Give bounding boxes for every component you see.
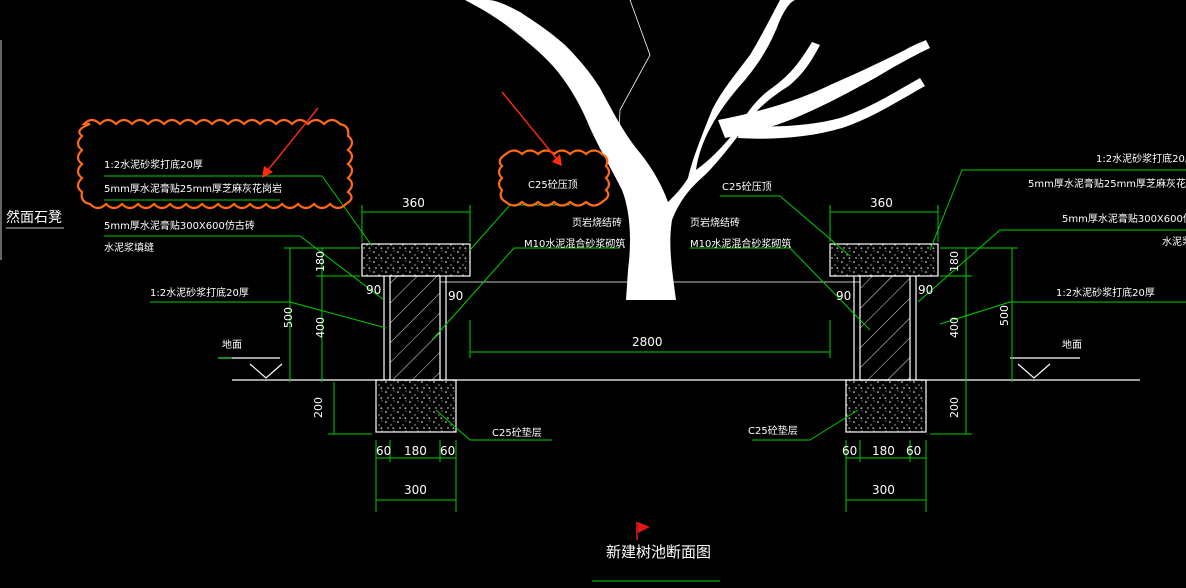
note-right-granite: 5mm厚水泥膏贴25mm厚芝麻灰花岗岩 — [1028, 177, 1186, 190]
leader-lines — [104, 169, 1186, 582]
tree-illustration — [465, 0, 930, 300]
annotation-arrow-center — [501, 91, 562, 166]
dim-60-left-a: 60 — [376, 444, 391, 458]
dim-180-left: 180 — [314, 251, 327, 272]
dim-90-right-a: 90 — [836, 289, 851, 303]
note-m10-masonry-right: M10水泥混合砂浆砌筑 — [690, 237, 791, 250]
note-left-plaster-lower: 1:2水泥砂浆打底20厚 — [150, 286, 249, 299]
drawing-title: 新建树池断面图 — [606, 543, 711, 561]
dim-90-right-b: 90 — [918, 283, 933, 297]
note-left-grout: 水泥浆填缝 — [104, 241, 154, 254]
dim-500-right: 500 — [998, 305, 1011, 326]
flag-icon — [636, 522, 650, 540]
revision-cloud-center — [497, 149, 611, 207]
dim-200-right: 200 — [948, 397, 961, 418]
dim-400-right: 400 — [948, 317, 961, 338]
revision-cloud-left — [76, 118, 354, 210]
dim-180-bottom-right: 180 — [872, 444, 895, 458]
dim-90-left-b: 90 — [448, 289, 463, 303]
dim-300-left: 300 — [404, 483, 427, 497]
note-left-tile: 5mm厚水泥膏贴300X600仿古砖 — [104, 219, 255, 232]
dim-200-left: 200 — [312, 397, 325, 418]
dim-2800: 2800 — [632, 335, 663, 349]
note-shale-brick-right: 页岩烧结砖 — [690, 216, 740, 229]
dim-360-right: 360 — [870, 196, 893, 210]
dim-300-right: 300 — [872, 483, 895, 497]
note-c25-cap: C25砼压顶 — [528, 178, 578, 191]
note-shale-brick: 页岩烧结砖 — [572, 216, 622, 229]
note-c25-cushion-left: C25砼垫层 — [492, 426, 542, 439]
ground-symbol-right — [1010, 357, 1080, 379]
ground-symbol-left — [218, 357, 283, 379]
side-label: 然面石凳 — [6, 209, 62, 226]
left-planter-wall — [361, 243, 471, 433]
note-c25-cushion-right: C25砼垫层 — [748, 424, 798, 437]
dim-60-left-b: 60 — [440, 444, 455, 458]
dim-60-right-a: 60 — [842, 444, 857, 458]
note-right-plaster-top: 1:2水泥砂浆打底20厚 — [1096, 152, 1186, 165]
note-c25-cap-right: C25砼压顶 — [722, 180, 772, 193]
note-left-granite: 5mm厚水泥膏贴25mm厚芝麻灰花岗岩 — [104, 182, 282, 195]
note-left-plaster-bottom: 1:2水泥砂浆打底20厚 — [104, 158, 203, 171]
dimension-lines — [284, 205, 1018, 512]
right-planter-wall — [829, 243, 939, 433]
dim-500-left: 500 — [282, 307, 295, 328]
dim-90-left-a: 90 — [366, 283, 381, 297]
note-right-tile: 5mm厚水泥膏贴300X600仿 — [1062, 212, 1186, 225]
note-right-grout: 水泥浆 — [1162, 235, 1186, 248]
note-ground-right: 地面 — [1062, 338, 1082, 351]
dim-60-right-b: 60 — [906, 444, 921, 458]
note-m10-masonry: M10水泥混合砂浆砌筑 — [524, 237, 625, 250]
dim-180-right: 180 — [948, 251, 961, 272]
note-right-plaster-lower: 1:2水泥砂浆打底20厚 — [1056, 286, 1155, 299]
dim-400-left: 400 — [314, 317, 327, 338]
dim-360-left: 360 — [402, 196, 425, 210]
annotation-arrow-left — [262, 107, 319, 178]
note-ground-left: 地面 — [222, 338, 242, 351]
dim-180-bottom-left: 180 — [404, 444, 427, 458]
